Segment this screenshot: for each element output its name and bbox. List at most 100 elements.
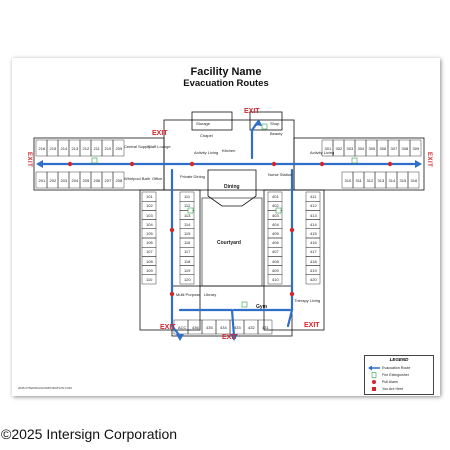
room-number: 313 <box>377 177 385 183</box>
room-number: 431 <box>262 324 269 330</box>
room-number: 405 <box>272 230 279 236</box>
route-left-wing <box>170 168 182 338</box>
right-wing <box>263 189 325 331</box>
room-number: 312 <box>366 177 374 183</box>
room-library: Library <box>204 292 217 297</box>
room-number: 418 <box>310 258 317 264</box>
fire-extinguisher <box>275 207 282 214</box>
legend-item-you-are-here: You Are Here <box>368 386 432 392</box>
room-number: 403 <box>272 212 279 218</box>
route-arrow-sw <box>176 334 184 341</box>
room-number: 416 <box>310 240 317 246</box>
room-number: 401 <box>272 194 279 200</box>
room-number: 215 <box>49 145 57 151</box>
room-number: 420 <box>310 276 317 282</box>
room-number: 207 <box>104 177 112 183</box>
room-number: 306 <box>379 145 387 151</box>
room-number: 120 <box>184 276 191 282</box>
fire-extinguisher <box>91 157 98 164</box>
exit-label-northwest: EXIT <box>152 130 168 137</box>
room-number: 118 <box>184 258 191 264</box>
room-number: 203 <box>60 177 68 183</box>
room-number: 404 <box>272 221 279 227</box>
room-number: 119 <box>184 267 191 273</box>
room-number: 103 <box>146 212 153 218</box>
room-number: 111 <box>184 194 191 200</box>
room-kitchen: Kitchen <box>222 148 236 153</box>
room-number: 417 <box>310 249 317 255</box>
room-number: 210 <box>104 145 112 151</box>
room-nurse-station: Nurse Station <box>268 172 293 177</box>
exit-label-southwest: EXIT <box>160 324 176 331</box>
room-number: 433 <box>234 324 241 330</box>
legend: LEGEND Evacuation Route Fire Extinguishe… <box>364 355 434 395</box>
room-number: 402 <box>272 203 279 209</box>
pull-alarm <box>289 291 295 297</box>
room-number: 412 <box>310 203 317 209</box>
evacuation-routes-subtitle: Evacuation Routes <box>183 78 269 89</box>
pull-alarm <box>189 161 195 167</box>
room-number: 106 <box>146 240 153 246</box>
copyright-notice: ©2025 Intersign Corporation <box>1 426 178 442</box>
route-arrow-south <box>230 334 238 341</box>
room-number: 204 <box>71 177 79 183</box>
room-number: 201 <box>38 177 46 183</box>
room-number: 112 <box>184 203 191 209</box>
evacuation-map-sheet: Facility Name Evacuation Routes EXIT EXI… <box>12 58 440 396</box>
room-number: 202 <box>49 177 57 183</box>
pull-alarm <box>271 161 277 167</box>
room-number: 114 <box>184 221 191 227</box>
room-number: 213 <box>71 145 79 151</box>
pull-alarm-icon <box>372 380 376 384</box>
room-staff-lounge: Staff Lounge <box>148 144 171 149</box>
room-number: 408 <box>272 258 279 264</box>
room-number: 315 <box>399 177 407 183</box>
courtyard-area <box>201 197 263 287</box>
room-number: 109 <box>146 267 153 273</box>
room-activity-living-nw: Activity Living <box>194 150 219 155</box>
room-number: 113 <box>184 212 191 218</box>
room-number: 104 <box>146 221 153 227</box>
route-north <box>250 120 260 160</box>
room-dining: Dining <box>224 184 240 190</box>
fire-extinguisher <box>187 207 194 214</box>
room-number: 115 <box>184 230 191 236</box>
room-number: 305 <box>368 145 376 151</box>
room-central-supply: Central Supply <box>124 144 151 149</box>
exit-label-south: EXIT <box>222 334 238 341</box>
room-number: 212 <box>82 145 90 151</box>
room-number: 308 <box>401 145 409 151</box>
route-arrow-west <box>36 160 43 168</box>
room-beauty: Beauty <box>270 131 283 136</box>
room-number: 110 <box>146 276 153 282</box>
fire-extinguisher <box>261 123 268 130</box>
exit-label-north: EXIT <box>244 108 260 115</box>
room-office: Office <box>152 176 163 181</box>
room-multi-purpose: Multi Purpose <box>176 292 201 297</box>
room-number: 406 <box>272 240 279 246</box>
legend-label: You Are Here <box>382 386 404 391</box>
legend-label: Evacuation Route <box>382 365 411 370</box>
room-cell <box>267 274 283 285</box>
route-bottom <box>178 308 236 338</box>
room-private-dining: Private Dining <box>180 174 205 179</box>
legend-label: Pull Alarm <box>382 379 399 384</box>
north-annex <box>191 111 233 131</box>
facility-name-title: Facility Name <box>190 66 262 78</box>
pull-alarm <box>169 227 175 233</box>
room-number: 314 <box>388 177 396 183</box>
room-number: 435 <box>206 324 213 330</box>
room-number: 434 <box>220 324 227 330</box>
room-number: 302 <box>335 145 343 151</box>
room-chapel: Chapel <box>200 133 213 138</box>
room-cell <box>141 274 157 285</box>
room-number: 409 <box>272 267 279 273</box>
room-number: 304 <box>357 145 365 151</box>
room-therapy-living: Therapy Living <box>294 298 321 303</box>
room-gym: Gym <box>256 304 268 310</box>
fineprint: 2025 INTERSIGNCORPORATION.COM <box>18 386 72 390</box>
room-number: 310 <box>344 177 352 183</box>
room-number: 116 <box>184 240 191 246</box>
you-are-here-icon <box>372 387 376 391</box>
legend-label: Fire Extinguisher <box>382 372 409 377</box>
